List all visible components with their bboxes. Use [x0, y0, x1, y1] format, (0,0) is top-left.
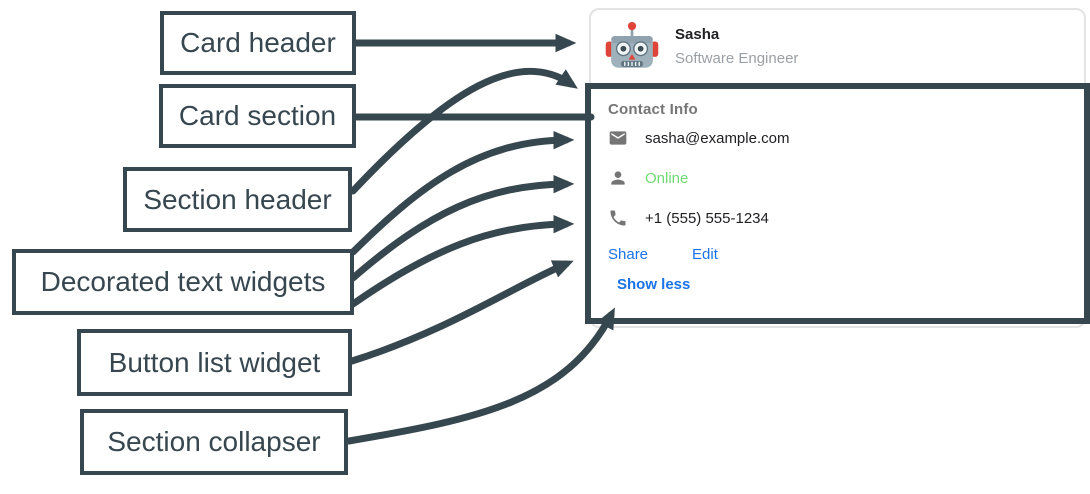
person-role: Software Engineer	[675, 49, 799, 67]
contact-info-section: Contact Info sasha@example.com Online +1…	[585, 83, 1090, 324]
section-collapser-arrow	[345, 307, 615, 445]
robot-avatar-icon	[605, 21, 659, 68]
person-name: Sasha	[675, 25, 720, 43]
status-text: Online	[645, 169, 689, 187]
section-header-arrow	[349, 67, 578, 195]
label-section-header: Section header	[123, 167, 352, 232]
phone-icon	[610, 210, 626, 226]
email-text: sasha@example.com	[645, 129, 790, 147]
decorated-phone-arrow	[349, 214, 575, 308]
card-header-texts: Sasha Software Engineer	[675, 26, 798, 67]
section-collapser-button[interactable]: Show less	[617, 276, 691, 293]
status-row: Online	[608, 158, 1076, 198]
label-card-header: Card header	[160, 11, 356, 75]
person-icon	[611, 171, 625, 185]
card-header: Sasha Software Engineer	[591, 10, 1084, 82]
label-card-section: Card section	[159, 84, 356, 148]
edit-button[interactable]: Edit	[692, 246, 718, 263]
email-row: sasha@example.com	[608, 118, 1076, 158]
phone-text: +1 (555) 555-1234	[645, 209, 769, 227]
email-icon	[609, 131, 627, 145]
decorated-email-arrow	[349, 130, 575, 256]
label-decorated-text: Decorated text widgets	[12, 249, 354, 315]
button-list-arrow	[348, 260, 574, 365]
section-header-title: Contact Info	[608, 101, 698, 118]
label-section-collapser: Section collapser	[80, 409, 348, 475]
phone-row: +1 (555) 555-1234	[608, 198, 1076, 238]
label-button-list: Button list widget	[77, 329, 352, 396]
decorated-status-arrow	[349, 174, 575, 282]
share-button[interactable]: Share	[608, 246, 649, 263]
button-list: Share Edit	[608, 246, 1076, 263]
